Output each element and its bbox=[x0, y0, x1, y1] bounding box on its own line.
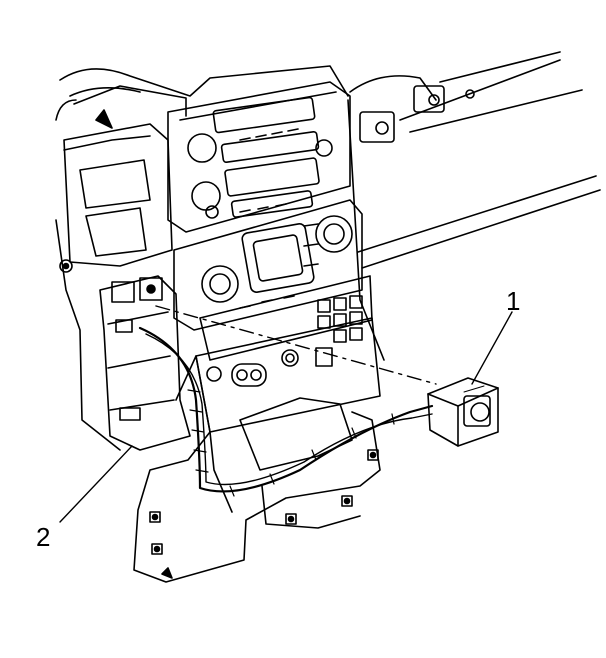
callout-2: 2 bbox=[36, 522, 51, 552]
exploded-view-line bbox=[155, 305, 437, 385]
left-module-stack bbox=[55, 99, 173, 451]
callout-1: 1 bbox=[506, 286, 521, 316]
radio-head-unit bbox=[167, 81, 351, 233]
lower-center-panel bbox=[195, 317, 381, 433]
removed-switch bbox=[427, 377, 499, 447]
leader-lines bbox=[59, 311, 513, 523]
upper-bezel bbox=[59, 65, 475, 143]
support-bracket bbox=[133, 355, 381, 583]
radio-buttons bbox=[239, 128, 299, 213]
left-lower-bracket bbox=[99, 275, 191, 451]
climate-control-panel bbox=[173, 199, 363, 331]
crossbeam-lines bbox=[347, 51, 601, 361]
leader-line-1 bbox=[471, 311, 513, 385]
lower-switch-bank bbox=[199, 275, 373, 361]
leader-line-2 bbox=[59, 445, 133, 523]
wiring-harness bbox=[138, 326, 434, 497]
